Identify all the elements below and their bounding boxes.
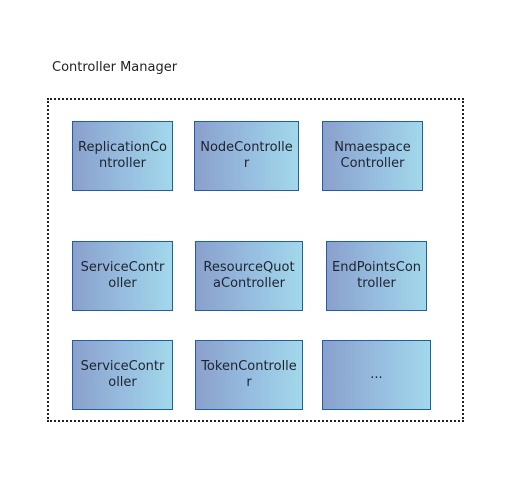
- box-label: ServiceController: [80, 260, 165, 291]
- box-label: TokenController: [201, 359, 297, 390]
- endpoints-controller-box: EndPointsController: [326, 241, 427, 311]
- box-label: ResourceQuotaController: [203, 260, 295, 291]
- box-label: EndPointsController: [331, 260, 422, 291]
- box-label: ...: [370, 367, 383, 382]
- box-label: ReplicationController: [78, 140, 167, 171]
- service-controller-box: ServiceController: [72, 241, 173, 311]
- diagram-title: Controller Manager: [52, 60, 178, 75]
- namespace-controller-box: Nmaespace Controller: [322, 121, 423, 191]
- more-controllers-box: ...: [322, 340, 431, 410]
- service-controller-box-2: ServiceController: [72, 340, 173, 410]
- box-label: NodeController: [200, 140, 293, 171]
- controller-manager-frame: [47, 98, 464, 422]
- box-label: Nmaespace Controller: [334, 140, 411, 171]
- box-label: ServiceController: [80, 359, 165, 390]
- token-controller-box: TokenController: [195, 340, 303, 410]
- node-controller-box: NodeController: [194, 121, 299, 191]
- resource-quota-controller-box: ResourceQuotaController: [195, 241, 303, 311]
- replication-controller-box: ReplicationController: [72, 121, 173, 191]
